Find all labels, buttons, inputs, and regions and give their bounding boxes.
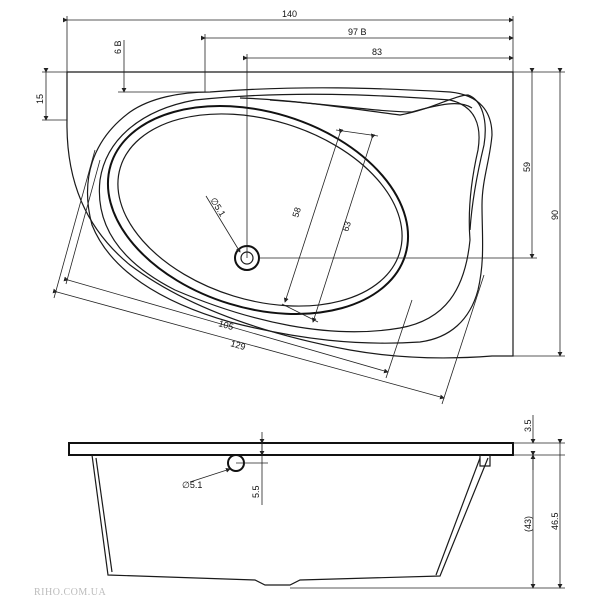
dim-line-129 bbox=[52, 288, 445, 400]
side-view: ∅5.1 5.5 3.5 (43) 46.5 bbox=[68, 415, 565, 589]
dim-label-5-5: 5.5 bbox=[251, 485, 261, 498]
tub-body bbox=[91, 454, 489, 586]
ext-line bbox=[385, 299, 413, 379]
dim-label-3-5: 3.5 bbox=[523, 419, 533, 432]
dim-line-58 bbox=[283, 128, 344, 303]
headrest-curve bbox=[239, 94, 486, 231]
dim-label-43: (43) bbox=[523, 516, 533, 532]
top-view: ∅5.1 140 97 B 83 6 B 15 59 90 bbox=[35, 9, 565, 405]
tub-feet-line bbox=[95, 457, 113, 573]
overflow-leader bbox=[189, 467, 231, 483]
basin-outer-wall bbox=[98, 93, 480, 333]
basin-floor-ellipse bbox=[117, 113, 403, 307]
watermark: RIHO.COM.UA bbox=[34, 587, 106, 598]
rim-top bbox=[68, 442, 514, 456]
ext-line bbox=[335, 129, 379, 137]
dim-label-140: 140 bbox=[282, 9, 297, 19]
rim-step bbox=[479, 455, 491, 467]
dim-label-129: 129 bbox=[229, 338, 246, 352]
side-drain-dia-label: ∅5.1 bbox=[182, 480, 202, 490]
dim-label-59: 59 bbox=[522, 162, 532, 172]
dim-label-58: 58 bbox=[290, 206, 303, 219]
ext-line bbox=[53, 149, 96, 299]
dim-label-46-5: 46.5 bbox=[550, 512, 560, 530]
dim-label-105: 105 bbox=[217, 318, 234, 332]
dim-label-6: 6 B bbox=[113, 40, 123, 54]
dim-label-63: 63 bbox=[340, 220, 353, 233]
drain-dia-label: ∅5.1 bbox=[208, 196, 227, 219]
ext-line bbox=[441, 274, 485, 405]
dim-label-97: 97 B bbox=[348, 27, 367, 37]
tub-inner-wall bbox=[435, 457, 481, 576]
headrest-curve-inner bbox=[269, 99, 473, 113]
ext-line bbox=[65, 159, 101, 285]
drain-leader bbox=[205, 195, 241, 253]
dim-label-83: 83 bbox=[372, 47, 382, 57]
dim-label-15: 15 bbox=[35, 94, 45, 104]
dim-label-90: 90 bbox=[550, 210, 560, 220]
